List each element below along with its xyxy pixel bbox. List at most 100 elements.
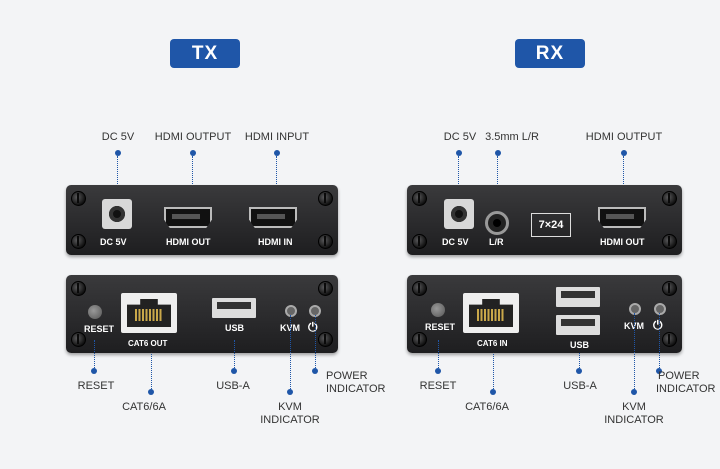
screw-icon	[71, 332, 86, 347]
rx-cat6-label: CAT6/6A	[465, 401, 509, 413]
screw-icon	[318, 332, 333, 347]
rx-usb-port-bottom	[556, 315, 600, 335]
rx-kvm-label-1: KVM	[622, 401, 646, 413]
tx-cat6-port-label: CAT6 OUT	[128, 339, 168, 348]
rx-dc-dot	[456, 150, 462, 156]
rx-power-dot	[656, 368, 662, 374]
rx-power-label-1: POWER	[658, 370, 700, 382]
tx-dc-label: DC 5V	[101, 131, 135, 143]
rx-power-label-2: INDICATOR	[656, 383, 716, 395]
rx-reset-button	[431, 303, 445, 317]
rx-usb-label: USB-A	[563, 380, 597, 392]
tx-title-badge: TX	[170, 39, 240, 68]
tx-usb-port-label: USB	[225, 323, 245, 333]
rx-audio-label: 3.5mm L/R	[485, 131, 539, 143]
rx-usb-line	[579, 353, 580, 368]
screw-icon	[412, 332, 427, 347]
rx-front-panel: DC 5V L/R 7×24 HDMI OUT	[407, 185, 682, 255]
tx-reset-label: RESET	[77, 380, 115, 392]
rx-back-panel: RESET CAT6 IN USB KVM ⏻	[407, 275, 682, 353]
screw-icon	[71, 281, 86, 296]
tx-hdmi-in-port-label: HDMI IN	[258, 237, 293, 247]
rx-reset-label: RESET	[419, 380, 457, 392]
rx-cat6-line	[493, 354, 494, 389]
rx-lr-port-label: L/R	[489, 237, 504, 247]
tx-power-label-1: POWER	[326, 370, 368, 382]
power-icon: ⏻	[308, 320, 318, 334]
rx-power-led	[654, 303, 666, 315]
tx-hdmi-in-line	[276, 156, 277, 208]
rx-reset-dot	[435, 368, 441, 374]
rx-dc-jack	[444, 199, 474, 229]
rx-title-badge: RX	[515, 39, 585, 68]
tx-hdmi-out-line	[192, 156, 193, 208]
tx-reset-port-label: RESET	[84, 324, 115, 334]
tx-front-panel: DC 5V HDMI OUT HDMI IN	[66, 185, 338, 255]
rx-cat6-dot	[490, 389, 496, 395]
rx-audio-line	[497, 156, 498, 212]
rx-kvm-dot	[631, 389, 637, 395]
screw-icon	[318, 281, 333, 296]
tx-reset-line	[94, 340, 95, 368]
screw-icon	[662, 281, 677, 296]
screw-icon	[662, 191, 677, 206]
tx-kvm-label-2: INDICATOR	[260, 414, 320, 426]
screw-icon	[412, 191, 427, 206]
tx-dc-jack	[102, 199, 132, 229]
tx-cat6-label: CAT6/6A	[122, 401, 166, 413]
tx-dc-port-label: DC 5V	[100, 237, 127, 247]
tx-hdmi-in-port	[249, 207, 297, 228]
screw-icon	[318, 234, 333, 249]
tx-back-panel: RESET CAT6 OUT USB KVM ⏻	[66, 275, 338, 353]
tx-kvm-label-1: KVM	[278, 401, 302, 413]
rx-dc-port-label: DC 5V	[442, 237, 469, 247]
tx-cat6-port	[121, 293, 177, 333]
tx-cat6-line	[151, 354, 152, 389]
screw-icon	[318, 191, 333, 206]
rx-usb-port-label: USB	[570, 340, 590, 350]
tx-dc-line	[117, 156, 118, 196]
rx-7x24-box: 7×24	[531, 213, 571, 237]
rx-hdmi-output-label: HDMI OUTPUT	[585, 131, 663, 143]
tx-power-label-2: INDICATOR	[326, 383, 386, 395]
tx-kvm-line	[290, 315, 291, 389]
tx-kvm-dot	[287, 389, 293, 395]
tx-usb-port	[212, 298, 256, 318]
rx-reset-port-label: RESET	[425, 322, 456, 332]
rx-cat6-port-label: CAT6 IN	[477, 339, 508, 348]
rx-kvm-label-2: INDICATOR	[604, 414, 664, 426]
tx-power-line	[315, 315, 316, 368]
rx-kvm-led	[629, 303, 641, 315]
rx-audio-dot	[495, 150, 501, 156]
rx-hdmi-out-dot	[621, 150, 627, 156]
rx-audio-jack	[485, 211, 509, 235]
screw-icon	[662, 332, 677, 347]
power-icon: ⏻	[653, 318, 663, 332]
rx-hdmi-out-port-label: HDMI OUT	[600, 237, 645, 247]
rx-usb-port-top	[556, 287, 600, 307]
rx-hdmi-out-line	[623, 156, 624, 208]
rx-usb-dot	[576, 368, 582, 374]
rx-hdmi-out-port	[598, 207, 646, 228]
tx-usb-dot	[231, 368, 237, 374]
tx-cat6-dot	[148, 389, 154, 395]
screw-icon	[71, 191, 86, 206]
tx-hdmi-out-dot	[190, 150, 196, 156]
tx-usb-label: USB-A	[216, 380, 250, 392]
tx-hdmi-input-label: HDMI INPUT	[244, 131, 310, 143]
rx-dc-label: DC 5V	[443, 131, 477, 143]
rx-kvm-line	[634, 313, 635, 389]
tx-hdmi-in-dot	[274, 150, 280, 156]
tx-reset-dot	[91, 368, 97, 374]
tx-dc-dot	[115, 150, 121, 156]
tx-power-dot	[312, 368, 318, 374]
rx-dc-line	[458, 156, 459, 196]
tx-hdmi-out-port	[164, 207, 212, 228]
screw-icon	[412, 281, 427, 296]
tx-hdmi-out-port-label: HDMI OUT	[166, 237, 211, 247]
tx-usb-line	[234, 340, 235, 368]
screw-icon	[412, 234, 427, 249]
screw-icon	[71, 234, 86, 249]
screw-icon	[662, 234, 677, 249]
tx-reset-button	[88, 305, 102, 319]
